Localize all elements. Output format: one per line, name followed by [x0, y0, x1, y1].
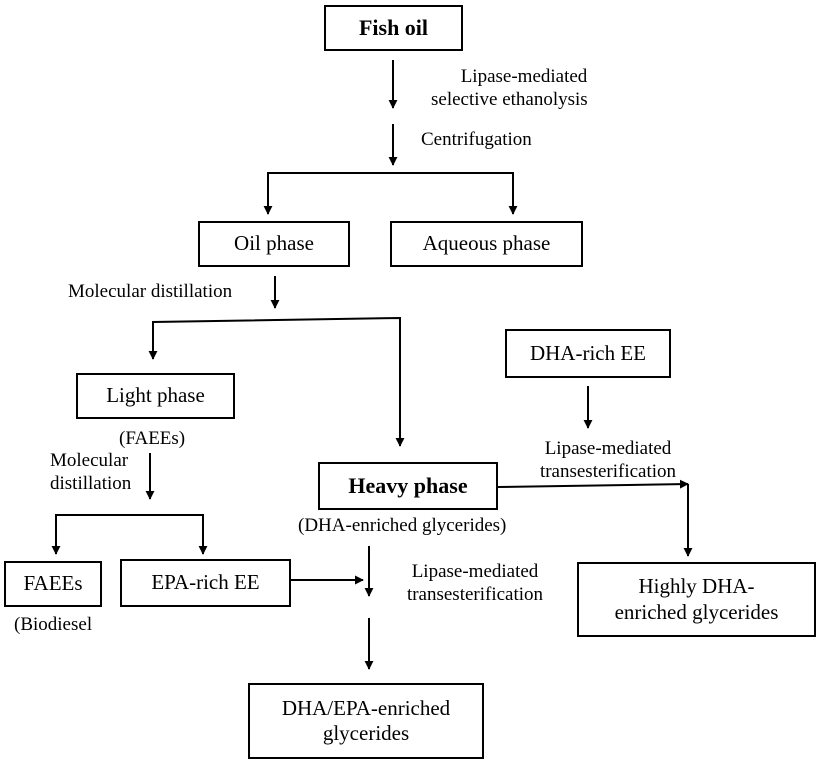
- label-biodiesel-note: (Biodiesel: [14, 614, 93, 635]
- node-oil-phase: Oil phase: [198, 221, 350, 267]
- label-ethanolysis: Lipase-mediated selective ethanolysis: [431, 65, 617, 111]
- node-heavy-phase: Heavy phase: [318, 462, 498, 510]
- node-faees: FAEEs: [4, 561, 102, 607]
- arrow-heavy-to-right: [497, 479, 689, 489]
- label-centrifugation: Centrifugation: [421, 129, 532, 150]
- label-transesterification-right-line2: transesterification: [539, 461, 677, 482]
- node-highly-dha-enriched-glycerides: Highly DHA- enriched glycerides: [577, 562, 816, 637]
- branch-oil-aqueous: [267, 172, 514, 213]
- branch-faees-epa: [55, 514, 204, 553]
- node-fish-oil: Fish oil: [324, 5, 463, 51]
- label-transesterification-center-line1: Lipase-mediated: [411, 561, 539, 582]
- dha-epa-line2: glycerides: [322, 721, 410, 745]
- highly-dha-line1: Highly DHA-: [638, 574, 755, 599]
- node-aqueous-phase: Aqueous phase: [390, 221, 583, 267]
- dha-epa-line1: DHA/EPA-enriched: [281, 695, 451, 720]
- label-molecular-distillation-2: Molecular distillation: [50, 449, 131, 495]
- node-epa-rich-ee: EPA-rich EE: [120, 559, 291, 607]
- label-faees-note: (FAEEs): [119, 428, 186, 449]
- label-ethanolysis-line2: selective ethanolysis: [431, 89, 588, 110]
- label-molecular-distillation-2-line1: Molecular: [50, 450, 129, 471]
- branch-light-heavy: [152, 316, 401, 445]
- label-transesterification-center-line2: transesterification: [406, 584, 544, 605]
- label-transesterification-right-line1: Lipase-mediated: [544, 438, 672, 459]
- highly-dha-line2: enriched glycerides: [614, 599, 779, 624]
- label-transesterification-center: Lipase-mediated transesterification: [395, 560, 555, 606]
- label-heavy-note: (DHA-enriched glycerides): [298, 515, 507, 536]
- node-light-phase: Light phase: [76, 373, 235, 419]
- node-dha-epa-enriched-glycerides: DHA/EPA-enriched glycerides: [248, 683, 484, 759]
- label-transesterification-right: Lipase-mediated transesterification: [515, 437, 701, 483]
- label-molecular-distillation-1: Molecular distillation: [68, 281, 233, 302]
- label-ethanolysis-line1: Lipase-mediated: [460, 66, 588, 87]
- label-molecular-distillation-2-line2: distillation: [50, 473, 132, 494]
- node-dha-rich-ee: DHA-rich EE: [505, 329, 671, 378]
